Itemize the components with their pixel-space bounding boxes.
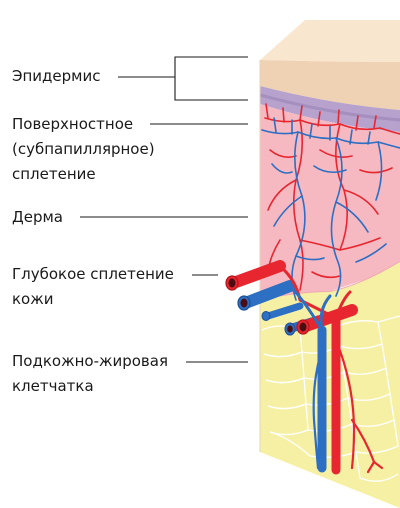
skin-top-surface [260, 20, 400, 62]
deep-artery-upper-hole [229, 279, 236, 288]
label-subcutaneous-line1: Подкожно-жировая [12, 352, 168, 370]
bracket-epidermis [175, 57, 248, 100]
label-superficial-plexus-line1: Поверхностное [12, 115, 133, 133]
label-epidermis: Эпидермис [12, 67, 100, 85]
deep-vein-upper-hole [241, 299, 248, 308]
label-dermis: Дерма [12, 208, 63, 226]
subcutaneous-layer [260, 262, 400, 508]
label-subcutaneous-line2: клетчатка [12, 377, 94, 395]
label-superficial-plexus-line3: сплетение [12, 165, 96, 183]
label-deep-plexus-line2: кожи [12, 290, 54, 308]
label-deep-plexus-line1: Глубокое сплетение [12, 265, 174, 283]
labels: Эпидермис Поверхностное (субпапиллярное)… [12, 57, 248, 395]
label-superficial-plexus-line2: (субпапиллярное) [12, 140, 155, 158]
